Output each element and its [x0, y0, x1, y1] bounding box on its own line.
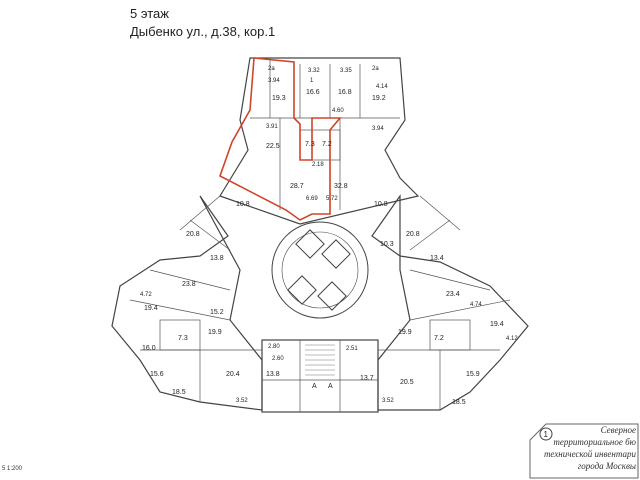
area-73-left: 7.3 [178, 335, 188, 342]
area-199-left: 19.9 [208, 329, 222, 336]
area-108-left: 10.8 [236, 201, 250, 208]
stamp-number: 1 [544, 430, 549, 439]
area-159: 15.9 [466, 371, 480, 378]
floor-title: 5 этаж [130, 6, 169, 21]
area-134: 13.4 [430, 255, 444, 262]
area-225: 22.5 [266, 143, 280, 150]
area-204: 20.4 [226, 371, 240, 378]
dim-332: 3.32 [308, 68, 320, 74]
dim-474: 4.74 [470, 302, 482, 308]
area-156: 15.6 [150, 371, 164, 378]
dim-412: 4.12 [506, 336, 518, 342]
area-72-top: 7.2 [322, 141, 332, 148]
area-138-left: 13.8 [210, 255, 224, 262]
area-205: 20.5 [400, 379, 414, 386]
area-238: 23.8 [182, 281, 196, 288]
dim-352-left: 3.52 [236, 398, 248, 404]
area-328: 32.8 [334, 183, 348, 190]
label-a-left: А [312, 383, 317, 390]
scale-note: 5 1:200 [2, 466, 23, 472]
highlighted-apartment-outline [219, 57, 342, 221]
area-208-left: 20.8 [186, 231, 200, 238]
area-160: 16.0 [142, 345, 156, 352]
outer-walls [111, 57, 529, 413]
room-2a-top-right: 2а [372, 66, 379, 72]
area-199-right: 19.9 [398, 329, 412, 336]
area-108-right: 10.8 [374, 201, 388, 208]
area-103: 10.3 [380, 241, 394, 248]
dim-394b: 3.94 [372, 126, 384, 132]
area-234: 23.4 [446, 291, 460, 298]
area-185-right: 18.5 [452, 399, 466, 406]
area-168: 16.8 [338, 89, 352, 96]
dim-352-right: 3.52 [382, 398, 394, 404]
area-194-right: 19.4 [490, 321, 504, 328]
area-208-right: 20.8 [406, 231, 420, 238]
dim-280: 2.80 [268, 344, 280, 350]
dim-335: 3.35 [340, 68, 352, 74]
dim-260: 2.60 [272, 356, 284, 362]
central-hall [271, 221, 369, 319]
area-193: 19.3 [272, 95, 286, 102]
bti-stamp: 1 Северное территориальное бю техническо… [528, 422, 640, 480]
area-192: 19.2 [372, 95, 386, 102]
room-2a-top: 2а [268, 66, 275, 72]
area-138b: 13.8 [266, 371, 280, 378]
stamp-line-1: Северное [600, 425, 636, 435]
area-152: 15.2 [210, 309, 224, 316]
area-72-right: 7.2 [434, 335, 444, 342]
stair-hatching [305, 344, 335, 376]
dim-669: 6.69 [306, 196, 318, 202]
area-137: 13.7 [360, 375, 374, 382]
stamp-line-2: территориальное бю [553, 437, 636, 447]
dim-460: 4.60 [332, 108, 344, 114]
dim-472: 4.72 [140, 292, 152, 298]
area-166: 16.6 [306, 89, 320, 96]
stamp-frame: 1 [529, 423, 639, 479]
area-185-left: 18.5 [172, 389, 186, 396]
area-287: 28.7 [290, 183, 304, 190]
area-194-left: 19.4 [144, 305, 158, 312]
dim-394: 3.94 [268, 78, 280, 84]
stamp-line-4: города Москвы [577, 461, 636, 471]
address-title: Дыбенко ул., д.38, кор.1 [130, 24, 276, 39]
room-1-top: 1 [310, 78, 314, 84]
dim-391: 3.91 [266, 124, 278, 130]
stamp-line-3: технической инвентари [543, 449, 636, 459]
dim-572: 5.72 [326, 196, 338, 202]
label-a-right: А [328, 383, 333, 390]
area-73-top: 7.3 [305, 141, 315, 148]
dim-251: 2.51 [346, 346, 358, 352]
dim-218: 2.18 [312, 162, 324, 168]
dim-414: 4.14 [376, 84, 388, 90]
